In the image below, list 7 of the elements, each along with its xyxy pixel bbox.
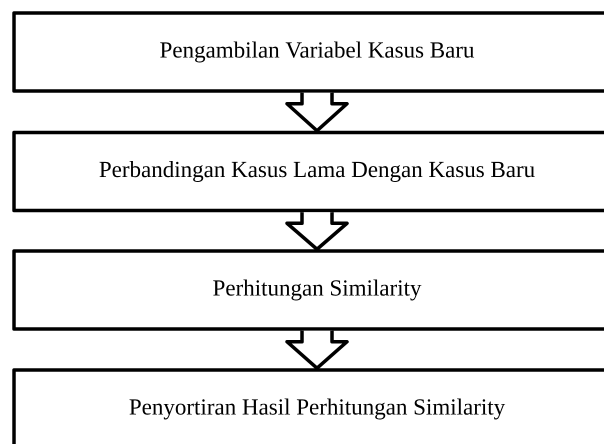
process-box: Penyortiran Hasil Perhitungan Similarity	[12, 368, 604, 444]
process-box: Perbandingan Kasus Lama Dengan Kasus Baru	[12, 130, 604, 212]
block-arrow	[285, 210, 349, 251]
process-box: Pengambilan Variabel Kasus Baru	[12, 11, 604, 93]
block-arrow	[285, 329, 349, 370]
process-box: Perhitungan Similarity	[12, 249, 604, 331]
block-arrow	[285, 91, 349, 132]
